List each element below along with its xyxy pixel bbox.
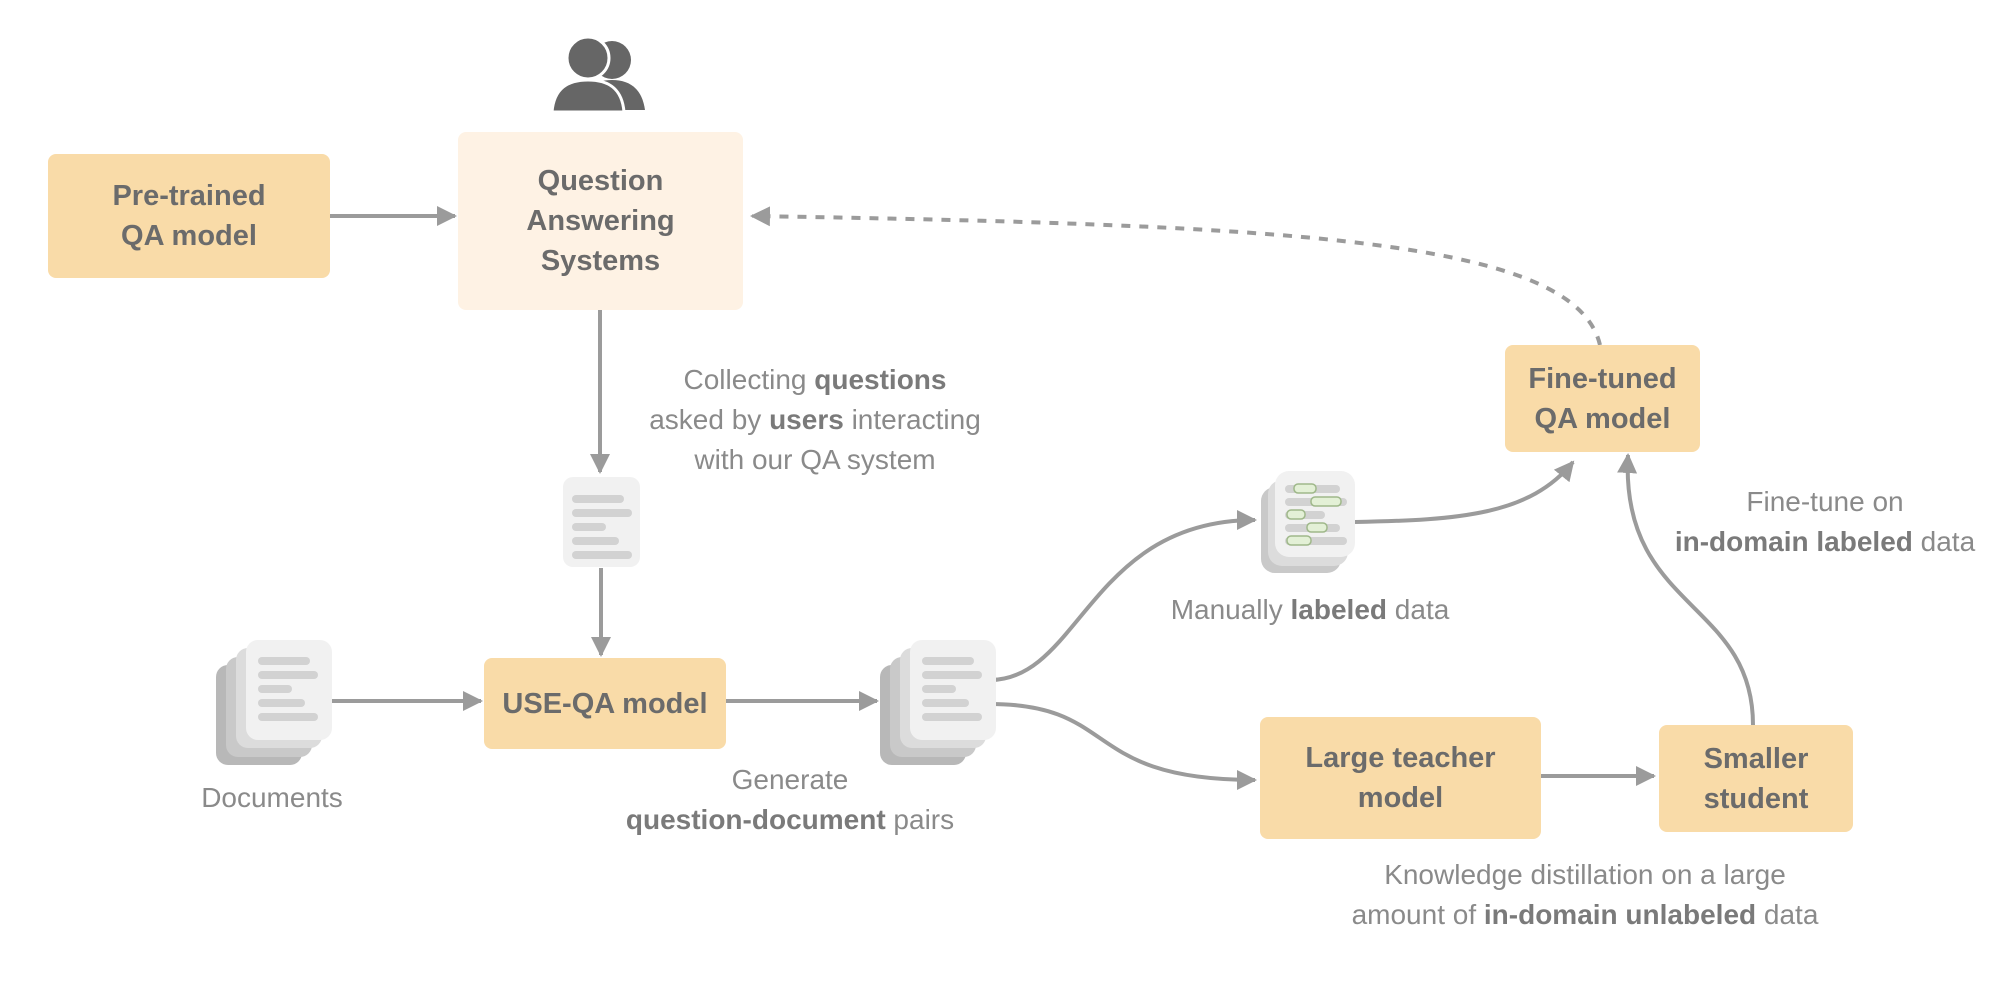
caption-text: Manually: [1170, 594, 1291, 625]
caption-text: data: [1387, 594, 1450, 625]
caption-text: Generate: [731, 764, 849, 795]
box-label: student: [1703, 782, 1809, 815]
box-label: Answering: [526, 205, 675, 237]
box-label: USE-QA model: [502, 687, 708, 720]
arrow-finetuned-to-qa-dashed: [750, 206, 1602, 346]
finetuned-qa-model-box: Fine-tuned QA model: [1505, 345, 1700, 452]
smaller-student-box: Smaller student: [1659, 725, 1853, 832]
qa-systems-box: Question Answering Systems: [458, 132, 743, 310]
generate-pairs-caption: Generate question-document pairs: [600, 760, 980, 840]
box-label: Question: [537, 165, 664, 197]
caption-bold: labeled: [1290, 594, 1388, 625]
large-teacher-model-box: Large teacher model: [1260, 717, 1541, 839]
box-label: Large teacher: [1305, 742, 1496, 774]
box-label: QA model: [1534, 402, 1671, 435]
caption-bold: question-document: [625, 804, 886, 835]
caption-text: Fine-tune on: [1746, 486, 1904, 517]
box-label: Smaller: [1703, 742, 1809, 775]
caption-text: interacting: [843, 404, 981, 435]
labeled-data-icon: [1261, 471, 1355, 573]
collecting-questions-caption: Collecting questions asked by users inte…: [640, 360, 990, 480]
pairs-stack-icon: [880, 640, 996, 765]
box-label: QA model: [121, 220, 257, 252]
caption-text: Collecting: [683, 364, 815, 395]
use-qa-model-box: USE-QA model: [484, 658, 726, 749]
box-label: Pre-trained: [112, 180, 266, 212]
box-label: Systems: [540, 245, 661, 277]
caption-text: with our QA system: [694, 444, 936, 475]
pretrained-qa-model-box: Pre-trained QA model: [48, 154, 330, 278]
caption-text: amount of: [1351, 899, 1484, 930]
manually-labeled-caption: Manually labeled data: [1140, 590, 1480, 630]
caption-text: data: [1912, 526, 1976, 557]
knowledge-distillation-caption: Knowledge distillation on a large amount…: [1290, 855, 1880, 935]
arrow-pairs-to-labeled: [989, 510, 1257, 682]
caption-bold: in-domain unlabeled: [1483, 899, 1757, 930]
caption-text: data: [1756, 899, 1819, 930]
arrows: [330, 206, 1755, 790]
document-stack-icon: [216, 640, 332, 765]
box-label: model: [1357, 782, 1444, 814]
caption-text: Documents: [201, 782, 343, 813]
arrow-pairs-to-teacher: [989, 702, 1257, 790]
arrow-labeled-to-finetuned: [1354, 460, 1575, 524]
document-icon: [563, 477, 640, 567]
caption-text: Knowledge distillation on a large: [1384, 859, 1786, 890]
caption-text: asked by: [649, 404, 770, 435]
finetune-caption: Fine-tune on in-domain labeled data: [1640, 482, 2010, 562]
users-icon: [550, 35, 645, 114]
caption-bold: in-domain labeled: [1674, 526, 1913, 557]
box-label: Fine-tuned: [1528, 362, 1677, 395]
caption-bold: questions: [814, 364, 947, 395]
caption-bold: users: [769, 404, 844, 435]
caption-text: pairs: [885, 804, 955, 835]
arrow-student-to-finetuned: [1617, 453, 1755, 726]
documents-caption: Documents: [172, 778, 372, 818]
